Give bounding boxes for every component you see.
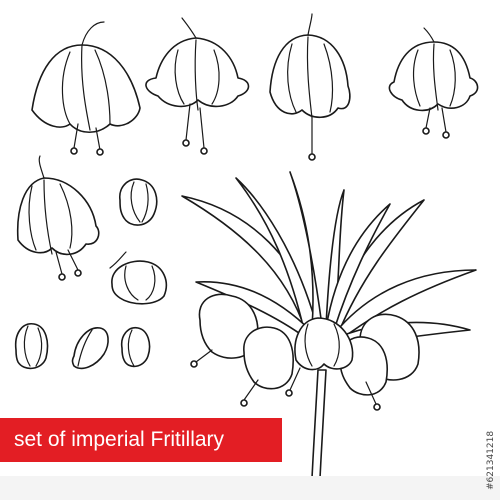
stock-footer-bar [0, 476, 500, 500]
bell-flower-5 [16, 155, 100, 281]
stock-id-label: #621341218 [486, 430, 496, 490]
bud-1 [119, 178, 158, 226]
banner-text: set of imperial Fritillary [14, 428, 225, 451]
bud-3 [14, 323, 49, 370]
bell-flower-1 [31, 21, 141, 156]
bud-2 [109, 251, 168, 305]
bell-flower-4 [388, 27, 479, 139]
bud-4 [71, 327, 109, 370]
bud-5 [120, 326, 151, 368]
bell-flower-2 [145, 17, 250, 155]
fritillary-crown-plant [181, 171, 477, 479]
bell-flower-3 [269, 13, 351, 161]
title-banner: set of imperial Fritillary [0, 418, 282, 462]
